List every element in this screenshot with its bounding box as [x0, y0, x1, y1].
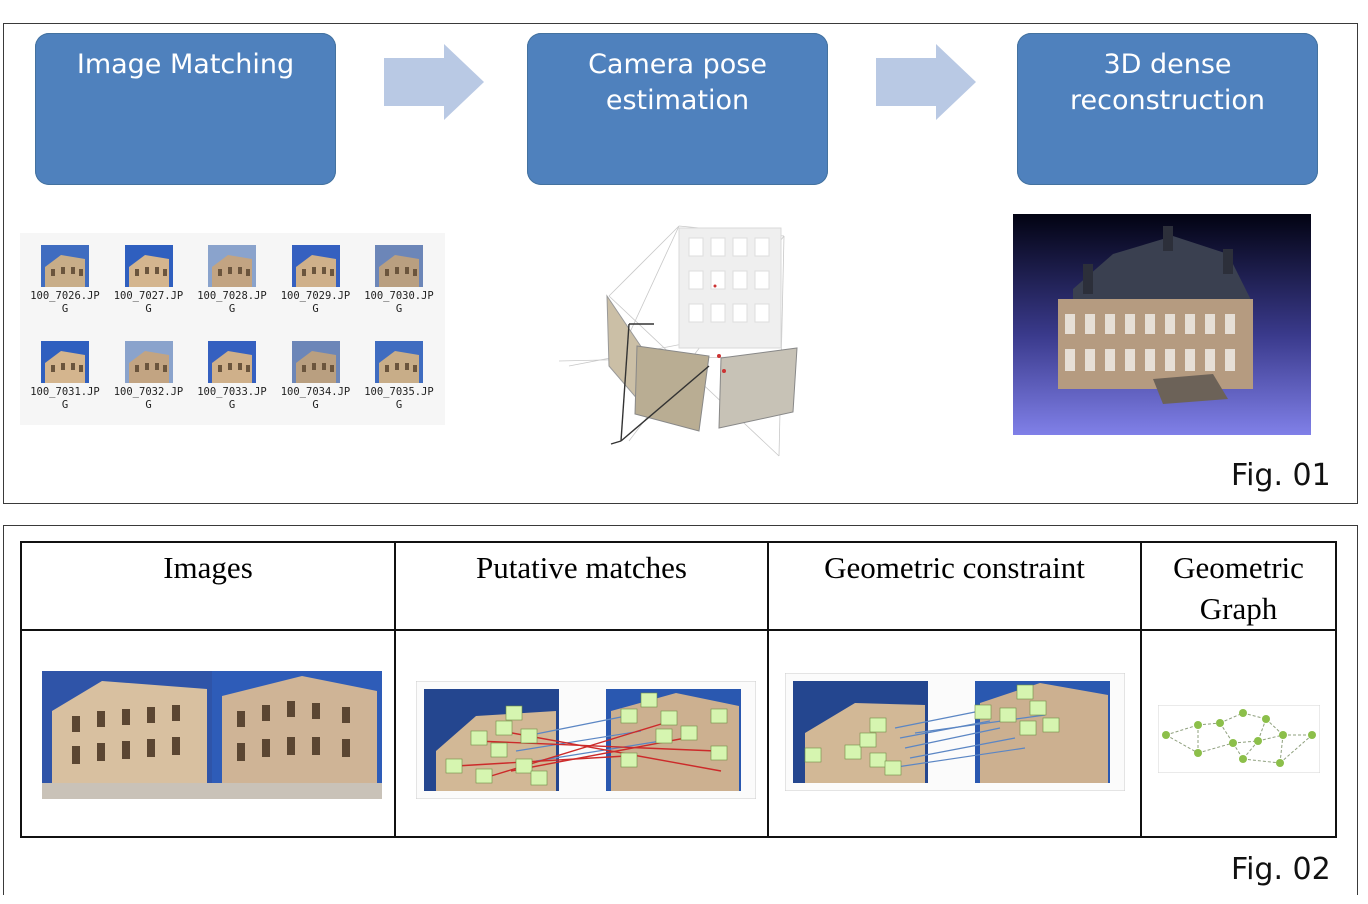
- step-image-matching: Image Matching: [35, 33, 336, 185]
- geometric-graph-figure: [1158, 705, 1320, 773]
- image-thumbnail[interactable]: 100_7035.JP G: [358, 341, 440, 412]
- header-putative-matches: Putative matches: [394, 541, 769, 631]
- flow-arrow-2: [876, 44, 976, 120]
- thumbnail-filename: 100_7031.JP G: [30, 386, 100, 411]
- image-pair: [42, 671, 382, 799]
- image-thumbnail[interactable]: 100_7028.JP G: [191, 245, 273, 316]
- thumbnail-image: [291, 341, 340, 383]
- figure-02-panel: Images Putative matches Geometric constr…: [3, 525, 1358, 895]
- thumbnail-image: [41, 341, 89, 383]
- image-thumbnail[interactable]: 100_7030.JP G: [358, 245, 440, 316]
- figure-01-panel: Image Matching Camera pose estimation 3D…: [3, 23, 1358, 504]
- thumbnail-filename: 100_7030.JP G: [364, 290, 434, 315]
- thumbnail-filename: 100_7032.JP G: [113, 386, 184, 411]
- camera-pose-sparse-reconstruction: [558, 225, 798, 457]
- step-label-line2: reconstruction: [1069, 85, 1266, 116]
- image-thumbnail[interactable]: 100_7027.JP G: [108, 245, 190, 316]
- step-label-line1: Image Matching: [76, 49, 295, 80]
- thumbnail-filename: 100_7034.JP G: [280, 386, 351, 411]
- thumbnail-image: [124, 341, 173, 383]
- image-thumbnail[interactable]: 100_7032.JP G: [108, 341, 190, 412]
- image-thumbnail[interactable]: 100_7026.JP G: [24, 245, 106, 316]
- thumbnail-image: [208, 341, 256, 383]
- table-image-row: [20, 629, 1337, 838]
- image-thumbnail[interactable]: 100_7031.JP G: [24, 341, 106, 412]
- table-header-row: Images Putative matches Geometric constr…: [20, 541, 1337, 631]
- thumbnail-filename: 100_7035.JP G: [364, 386, 434, 411]
- image-thumbnail[interactable]: 100_7034.JP G: [275, 341, 357, 412]
- cell-putative-matches: [394, 629, 769, 838]
- geometric-constraint-figure: [785, 673, 1125, 791]
- thumbnail-filename: 100_7027.JP G: [113, 290, 184, 315]
- image-thumbnail[interactable]: 100_7033.JP G: [191, 341, 273, 412]
- cell-geometric-graph: [1140, 629, 1337, 838]
- thumbnail-filename: 100_7028.JP G: [197, 290, 267, 315]
- thumbnail-image: [41, 245, 89, 287]
- step-3d-dense-reconstruction: 3D dense reconstruction: [1017, 33, 1318, 185]
- thumbnail-image: [375, 245, 423, 287]
- thumbnail-filename: 100_7026.JP G: [30, 290, 100, 315]
- figure-02-label: Fig. 02: [1231, 852, 1331, 887]
- thumbnail-image: [375, 341, 423, 383]
- cell-geometric-constraint: [767, 629, 1142, 838]
- thumbnail-filename: 100_7033.JP G: [197, 386, 267, 411]
- header-geometric-graph-line1: Geometric: [1173, 550, 1304, 585]
- step-label-line1: 3D dense: [1103, 49, 1232, 80]
- image-thumbnail-grid: 100_7026.JP G 100_7027.JP G 100_7028.JP G 1…: [20, 233, 445, 425]
- figure-01-label: Fig. 01: [1231, 458, 1331, 493]
- image-thumbnail[interactable]: 100_7029.JP G: [275, 245, 357, 316]
- step-label-line2: estimation: [605, 85, 750, 116]
- flow-arrow-1: [384, 44, 484, 120]
- putative-matches-figure: [416, 681, 756, 799]
- cell-images: [20, 629, 396, 838]
- thumbnail-image: [291, 245, 340, 287]
- header-geometric-graph: Geometric Graph: [1140, 541, 1337, 631]
- thumbnail-image: [124, 245, 173, 287]
- dense-reconstruction-render: [1013, 214, 1311, 435]
- header-images: Images: [20, 541, 396, 631]
- step-label-line1: Camera pose: [588, 49, 767, 80]
- header-geometric-constraint: Geometric constraint: [767, 541, 1142, 631]
- thumbnail-filename: 100_7029.JP G: [280, 290, 351, 315]
- step-camera-pose-estimation: Camera pose estimation: [527, 33, 828, 185]
- thumbnail-image: [208, 245, 256, 287]
- matching-pipeline-table: Images Putative matches Geometric constr…: [20, 541, 1337, 838]
- header-geometric-graph-line2: Graph: [1199, 591, 1278, 626]
